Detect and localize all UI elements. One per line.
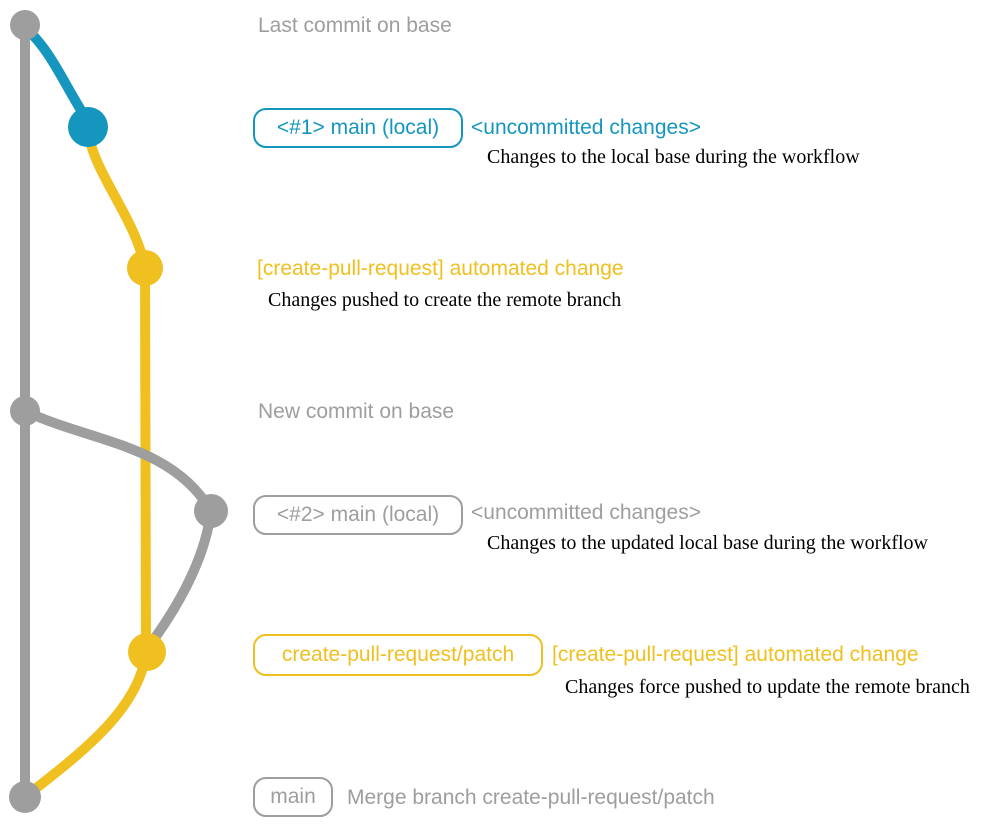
status-uncommitted-changes-1: <uncommitted changes> bbox=[471, 116, 701, 139]
commit-message-automated-change-2: [create-pull-request] automated change bbox=[552, 643, 919, 666]
commit-message-merge-branch: Merge branch create-pull-request/patch bbox=[347, 786, 715, 809]
commit-node-merge bbox=[9, 781, 41, 813]
description-force-push-update-branch: Changes force pushed to update the remot… bbox=[565, 676, 970, 698]
patch-merge-curve bbox=[25, 647, 151, 798]
branch-label-text: create-pull-request/patch bbox=[281, 643, 515, 666]
branch-label-main: main bbox=[253, 777, 333, 817]
branch-label-text: <#1> main (local) bbox=[276, 116, 440, 139]
status-uncommitted-changes-2: <uncommitted changes> bbox=[471, 501, 701, 524]
branch-label-text: <#2> main (local) bbox=[276, 503, 440, 526]
patch-branch-line bbox=[83, 122, 151, 657]
description-local-base-changes: Changes to the local base during the wor… bbox=[487, 146, 860, 168]
commit-node-local-1 bbox=[68, 107, 108, 147]
branch-label-text: main bbox=[270, 785, 316, 808]
commit-node-local-2 bbox=[194, 494, 228, 528]
description-push-create-branch: Changes pushed to create the remote bran… bbox=[268, 289, 622, 311]
branch-label-main-local-2: <#2> main (local) bbox=[253, 495, 463, 535]
commit-message-automated-change-1: [create-pull-request] automated change bbox=[257, 257, 624, 280]
caption-last-commit-on-base: Last commit on base bbox=[258, 14, 452, 37]
caption-new-commit-on-base: New commit on base bbox=[258, 400, 455, 423]
commit-node-patch-2 bbox=[128, 633, 166, 671]
branch-label-patch: create-pull-request/patch bbox=[253, 634, 543, 676]
commit-graph bbox=[9, 10, 228, 813]
description-updated-local-base-changes: Changes to the updated local base during… bbox=[487, 532, 928, 554]
commit-node-last-base bbox=[10, 10, 40, 40]
base-update-curve bbox=[20, 406, 216, 516]
rebase-curve bbox=[147, 506, 216, 647]
branch-label-main-local-1: <#1> main (local) bbox=[253, 108, 463, 148]
commit-node-new-base bbox=[10, 396, 40, 426]
commit-node-patch-1 bbox=[127, 250, 163, 286]
local-branch-curve bbox=[20, 23, 91, 123]
